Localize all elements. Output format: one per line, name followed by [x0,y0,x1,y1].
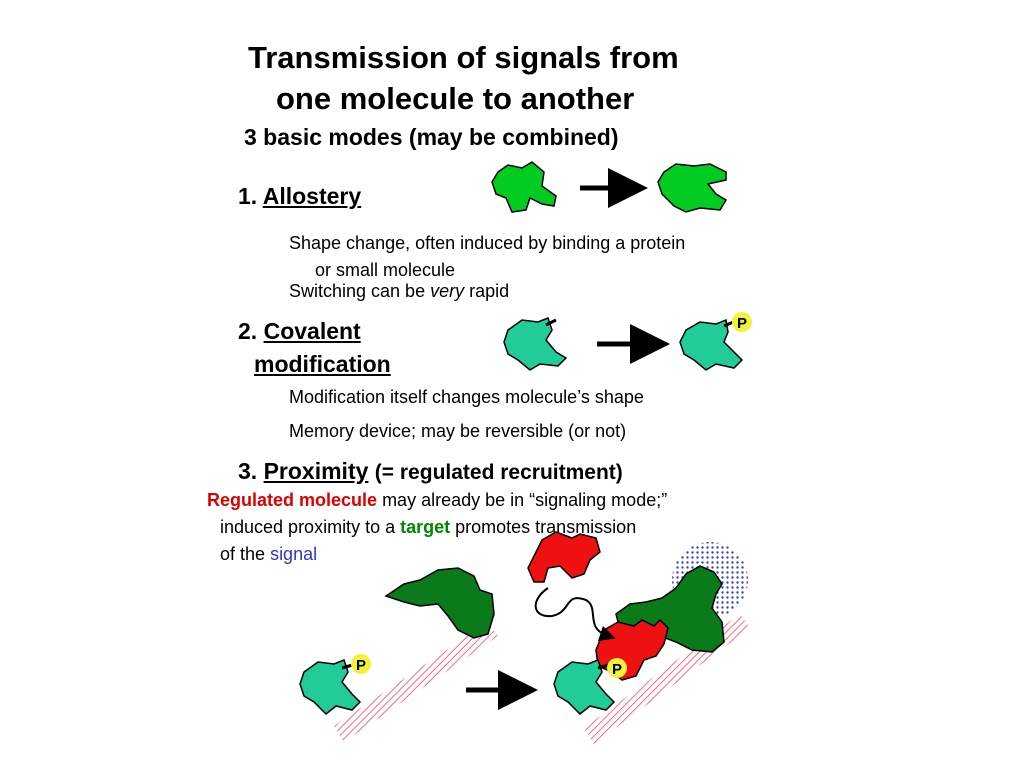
membrane-left [334,622,498,742]
regulated-protein-right [553,659,616,716]
mode1-desc1-b: or small molecule [315,260,456,280]
mode2-desc2: Memory device; may be reversible (or not… [289,421,627,441]
signal-label: signal [270,544,318,564]
mode2-number: 2. [238,318,258,344]
mode3-line2-pre: induced proximity to a [220,517,396,537]
regulated-protein-left [299,659,362,716]
page-title-line1: Transmission of signals from [248,40,679,75]
phospho-badge-right [607,658,627,678]
target-protein-left [384,567,495,639]
phospho-p-covalent: P [737,315,747,332]
regulated-molecule-label: Regulated molecule [207,490,378,510]
mode2-heading-a: 2. Covalent [238,318,361,345]
mode3-line3: of the signal [220,544,317,565]
mode3-line1: Regulated molecule may already be in “si… [207,490,667,511]
phospho-badge-left [351,654,371,674]
recruitment-squiggle [534,587,616,642]
mode1-desc2: Switching can be very rapid [289,281,509,302]
mode2-name-a: Covalent [263,318,361,344]
phospho-p-left: P [356,657,366,674]
mode3-line1-rest: may already be in “signaling mode;” [382,490,668,510]
covalent-protein-before [503,317,568,371]
target-label: target [400,517,451,537]
mode1-number: 1. [238,183,258,209]
page-title-line2: one molecule to another [276,81,635,116]
mode1-desc2-post: rapid [469,281,510,301]
mode1-desc1-a: Shape change, often induced by binding a… [289,233,686,253]
page-subtitle: 3 basic modes (may be combined) [244,124,619,150]
mode3-heading: 3. Proximity (= regulated recruitment) [238,458,623,485]
phospho-p-right: P [612,661,622,678]
phospho-badge-covalent [732,312,752,332]
mode3-number: 3. [238,458,258,484]
mode1-heading: 1. Allostery [238,183,361,210]
mode2-heading-b: modification [254,351,391,378]
mode2-name-b: modification [254,351,391,377]
mode2-desc1: Modification itself changes molecule’s s… [289,387,644,407]
mode3-paren: (= regulated recruitment) [374,461,623,484]
mode3-line3-pre: of the [220,544,266,564]
mode3-line2: induced proximity to a target promotes t… [220,517,636,538]
covalent-protein-after [679,318,744,371]
mode3-line2-post: promotes transmission [455,517,637,537]
regulated-molecule-bound [595,618,669,681]
allostery-protein-before [491,161,557,213]
mode1-name: Allostery [262,183,362,209]
mode3-name: Proximity [263,458,369,484]
regulated-molecule-top [527,531,601,583]
allostery-protein-after [657,163,728,213]
mode1-desc2-em: very [430,281,465,301]
covalent-stub [545,318,557,327]
mode1-desc2-pre: Switching can be [289,281,426,301]
